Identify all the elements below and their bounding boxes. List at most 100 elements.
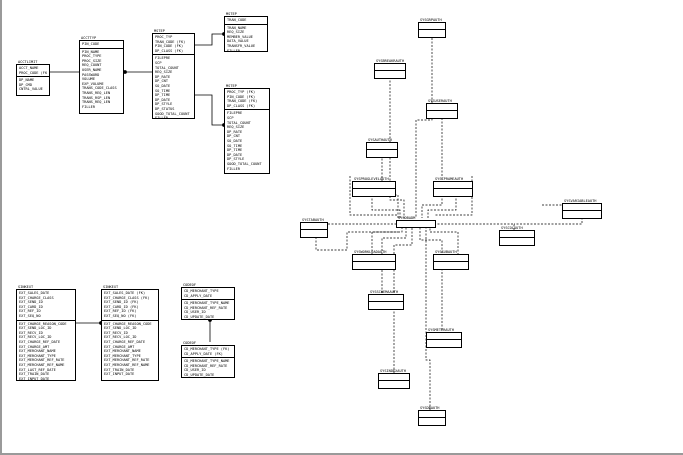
attr: DATA_VALUE xyxy=(227,39,249,44)
attr: SO_DATE xyxy=(227,138,243,143)
entity-name: SYSMETERAUTH xyxy=(428,328,454,332)
entity-name: ACCTTYP xyxy=(81,36,97,40)
attr-section: PIN_NAME PROC_TYPE PROC_SIZE REQ_COUNT U… xyxy=(80,49,123,111)
attr: GOOD_TOTAL_COUNT xyxy=(227,161,262,166)
entity-s-a1[interactable]: SYSBREAKRAUTH xyxy=(374,59,406,79)
attr: CD_MERCHANT_TYPE_NAME xyxy=(184,359,230,364)
entity-acct-limit[interactable]: ACCTLIMIT ACCT_NAME PROC_CODE (FK) DP_NA… xyxy=(16,60,50,96)
attr: EXT_CHARGE_REF_DATE xyxy=(104,339,146,344)
attr: DP_STYLE xyxy=(155,102,173,107)
entity-mstep-right[interactable]: MSTEP PROC_TYP (FK) PIN_CODE (FK) TRAN_C… xyxy=(224,84,270,174)
attr-section xyxy=(301,230,327,236)
attr: FILEPRE xyxy=(227,111,243,116)
pk-attr: TRAN_CODE (FK) xyxy=(227,99,258,104)
rel-mstep-mstep-top xyxy=(194,33,224,46)
entity-s-r2[interactable]: SYSSUBAUTH xyxy=(433,250,469,270)
attr-section xyxy=(434,262,468,268)
entity-name: MSTEP xyxy=(226,12,237,16)
attr-section xyxy=(375,71,405,77)
attr: DP_NAME xyxy=(19,78,35,83)
entity-name: SYSTABAUTH xyxy=(302,218,324,222)
entity-name: SYSUSERAUTH xyxy=(428,99,452,103)
entity-s-bottom[interactable]: SYSDBAUTH xyxy=(418,406,446,426)
pk-section: EXT_SALES_DATE EXT_CHARGE_CLASS EXT_SEND… xyxy=(17,290,75,321)
entity-name: SYSSCHEMAAUTH xyxy=(370,290,399,294)
pk-section xyxy=(434,255,468,262)
attr: REQ_SIZE xyxy=(155,70,173,75)
entity-name: SINKEXT xyxy=(18,285,34,289)
entity-name: CODEOF xyxy=(183,341,196,345)
attr: EXT_MERCHANT_REF_RATE xyxy=(19,358,65,363)
attr: DP_STATUS xyxy=(155,106,175,111)
attr: PROC_TYPE xyxy=(82,54,102,59)
pk-attr: DP_CLASS (FK) xyxy=(227,103,256,108)
attr: EXP_VOLUME xyxy=(82,81,104,86)
entity-name: SYSSUBAUTH xyxy=(435,250,457,254)
attr: CD_USER_ID xyxy=(184,310,206,315)
entity-sinkext[interactable]: SINKEXT EXT_SALES_DATE EXT_CHARGE_CLASS … xyxy=(16,285,76,381)
entity-s-l3[interactable]: SYSSCHEMAAUTH xyxy=(368,290,404,310)
entity-s-l2[interactable]: SYSWORKLOADAUTH xyxy=(352,250,396,270)
entity-s-top[interactable]: SYSGRPAUTH xyxy=(418,18,446,38)
pk-attr: EXT_SEQ_NO xyxy=(19,313,41,318)
attr: GOOD_TOTAL_COUNT xyxy=(155,111,190,116)
entity-sinkext2[interactable]: SINKEXT EXT_SALES_DATE (FK) EXT_CHARGE_C… xyxy=(101,285,159,381)
pk-attr: DP_CLASS (FK) xyxy=(155,48,184,53)
entity-name: SYSINDEXAUTH xyxy=(380,369,406,373)
attr-section: TRAN_NAME REQ_SIZE MEMBER_VALUE DATA_VAL… xyxy=(225,25,267,55)
entity-s-l4[interactable]: SYSINDEXAUTH xyxy=(378,369,410,389)
entity-s-r1[interactable]: SYSCPRAMEAUTH xyxy=(433,177,473,197)
entity-s-a3[interactable]: SYSAUTHAUTH xyxy=(366,138,398,158)
attr: CNTRL_VALUE xyxy=(19,87,43,92)
attr: TRANSFR_VALUE xyxy=(227,43,256,48)
attr: TRANS_RSP_LEN xyxy=(82,95,111,100)
entity-mstep-top[interactable]: MSTEP TRAN_CODE TRAN_NAME REQ_SIZE MEMBE… xyxy=(224,12,268,55)
attr-section xyxy=(367,150,397,156)
entity-s-l1[interactable]: SYSPROGLEVELAUTH xyxy=(352,177,396,197)
entity-mstep[interactable]: MSTEP PROC_TYP TRAN_CODE (FK) PIN_CODE (… xyxy=(152,29,195,121)
attr-section xyxy=(500,238,534,244)
pk-attr: EXT_SEND_ID xyxy=(19,300,43,305)
pk-section xyxy=(369,295,403,302)
attr: REQ_SIZE xyxy=(227,30,245,35)
attr-section: CD_MERCHANT_TYPE_NAME CD_MERCHANT_REF_RA… xyxy=(182,300,234,320)
entity-codeof[interactable]: CODEOF CD_MERCHANT_TYPE CD_APPLY_DATE CD… xyxy=(181,283,235,320)
attr-section xyxy=(353,262,395,268)
entity-s-left[interactable]: SYSTABAUTH xyxy=(300,218,328,238)
entity-s-right[interactable]: SYSCOLAUTH xyxy=(499,226,535,246)
entity-name: SYSDBAUTH xyxy=(420,406,440,410)
entity-name: SYSDBADM xyxy=(398,216,416,220)
attr-section: FILEPRE SCP TOTAL_COUNT REQ_SIZE DP_RATE… xyxy=(153,55,194,121)
pk-attr: CD_MERCHANT_TYPE (FK) xyxy=(184,347,230,351)
entity-s-far-right[interactable]: SYSVARIABLEAUTH xyxy=(562,199,602,219)
attr: REQ_SIZE xyxy=(227,125,245,130)
attr-section xyxy=(379,381,409,387)
pk-attr: TRAN_CODE xyxy=(227,18,247,22)
attr: EXT_MERCHANT_TYPE xyxy=(19,353,56,358)
entity-acct-typ[interactable]: ACCTTYP PIN_CODE PIN_NAME PROC_TYPE PROC… xyxy=(79,36,124,114)
entity-hub[interactable]: SYSDBADM xyxy=(396,216,436,228)
attr: VOLUME xyxy=(82,77,95,82)
attr: EXT_SEND_LOC_ID xyxy=(19,326,52,331)
pk-attr: ACCT_NAME xyxy=(19,66,39,70)
pk-attr: EXT_CHARGE_CLASS xyxy=(19,295,54,300)
attr: CD_UPDATE_DATE xyxy=(184,314,215,319)
entity-codeof2[interactable]: CODEOF CD_MERCHANT_TYPE (FK) CD_APPLY_DA… xyxy=(181,341,235,378)
attr-section xyxy=(419,418,445,424)
pk-attr: EXT_REF_ID xyxy=(19,309,41,314)
attr: DP_DATE xyxy=(155,97,171,102)
attr: FILLER xyxy=(227,166,240,171)
entity-s-mid[interactable]: SYSMETERAUTH xyxy=(426,328,462,348)
pk-attr: CD_APPLY_DATE xyxy=(184,293,213,298)
pk-attr: EXT_SEND_ID (FK) xyxy=(104,300,139,305)
attr: PROC_SIZE xyxy=(82,58,102,63)
attr: TRANS_REQ_LEN xyxy=(82,90,111,95)
attr: CD_MERCHANT_REF_RATE xyxy=(184,363,228,368)
attr: DP_RATE xyxy=(155,74,171,79)
attr-section xyxy=(419,30,445,36)
pk-section xyxy=(500,231,534,238)
pk-attr: PROC_CODE (FK) xyxy=(19,70,47,75)
entity-s-a2[interactable]: SYSUSERAUTH xyxy=(426,99,458,119)
attr: EXT_MERCHANT_TYPE xyxy=(104,353,141,358)
pk-section: PIN_CODE xyxy=(80,41,123,49)
